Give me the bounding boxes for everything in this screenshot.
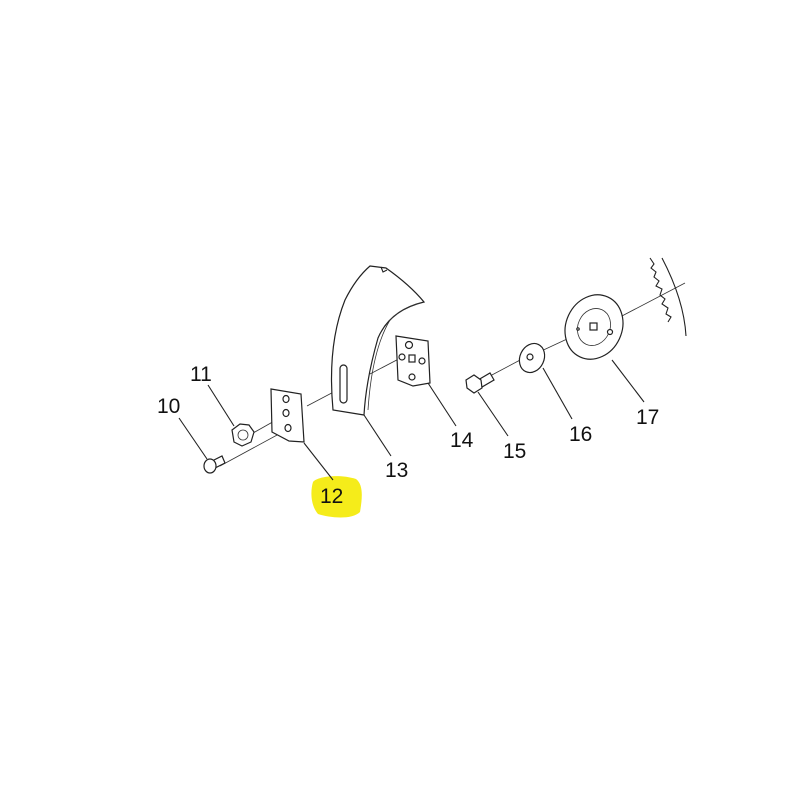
part-label-13: 13 [385,459,409,482]
part-label-12: 12 [320,485,344,508]
part-13-bracket [330,265,426,416]
part-17-flange [564,294,624,360]
part-16-washer [518,342,546,374]
part-12-highlight [311,476,362,518]
part-label-10: 10 [157,395,181,418]
part-label-14: 14 [450,429,474,452]
part-10-screw [203,455,226,474]
part-label-17: 17 [636,406,660,429]
part-label-15: 15 [503,440,527,463]
part-12-plate [270,388,305,443]
saw-blade-edge [649,257,687,337]
part-label-11: 11 [190,363,212,386]
part-11-nut [231,423,255,447]
part-label-16: 16 [569,423,593,446]
part-14-plate [395,335,431,387]
part-15-bolt [465,372,495,394]
